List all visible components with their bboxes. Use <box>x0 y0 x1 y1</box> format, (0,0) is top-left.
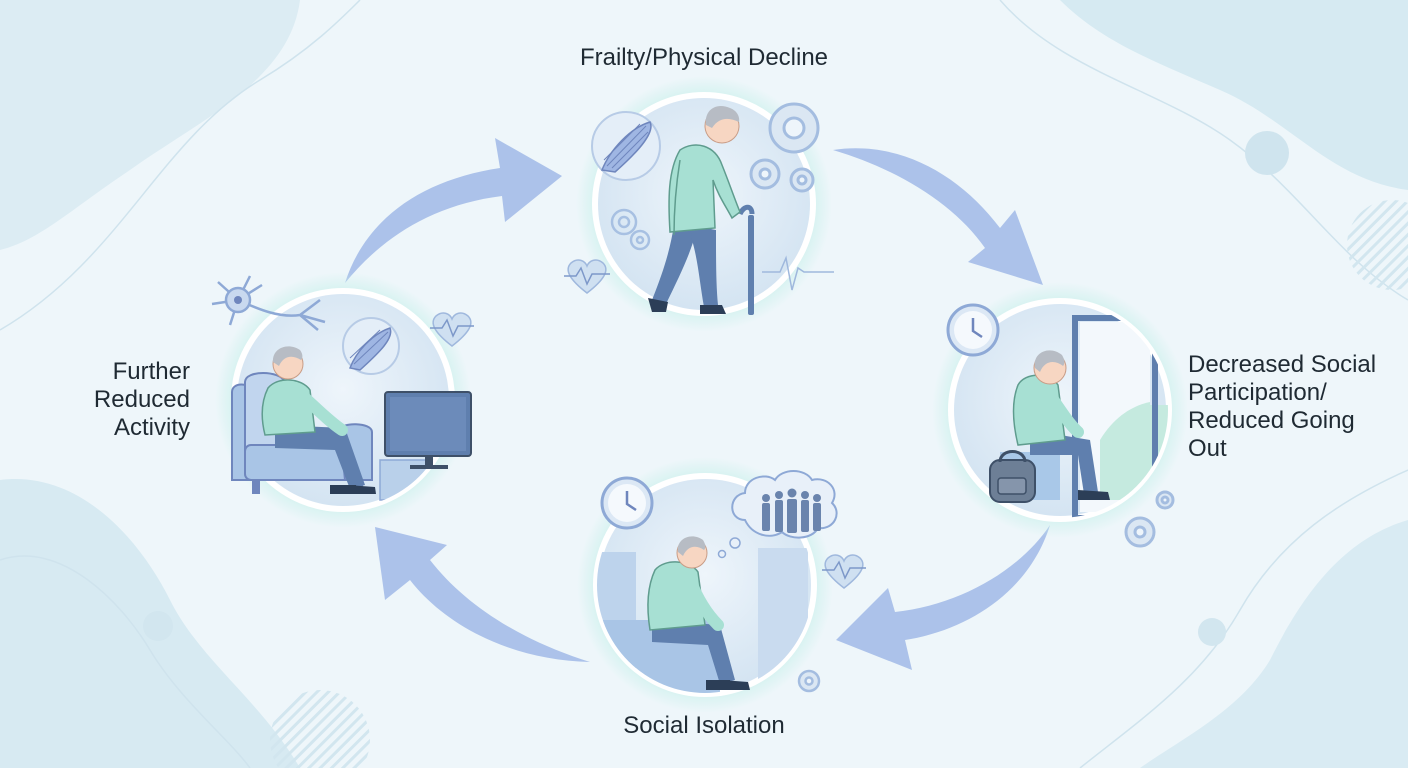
arrow-bottom-to-left <box>375 527 590 662</box>
backpack-icon <box>989 450 1036 503</box>
stage-label-line: Reduced Going <box>1188 407 1355 434</box>
heartbeat-icon <box>822 554 866 589</box>
television-icon <box>384 391 472 469</box>
thought-bubble-icon <box>717 470 838 559</box>
stage-label-line: Out <box>1188 435 1227 462</box>
neuron-icon <box>211 275 326 331</box>
stage-label-line: Activity <box>113 414 190 441</box>
stage-decreased-participation-illustration <box>932 282 1188 548</box>
gear-icon <box>797 669 821 693</box>
gear-icon <box>610 208 651 251</box>
cane-icon <box>748 215 754 315</box>
cycle-arrows <box>345 138 1050 670</box>
stage-label-line: Further <box>112 358 190 385</box>
stage-label-line: Reduced <box>93 386 190 413</box>
stage-label-line: Social Isolation <box>623 712 785 739</box>
elderly-man-in-armchair <box>261 346 376 494</box>
arrow-left-to-top <box>345 138 562 283</box>
elderly-man-sitting-isolated <box>647 536 750 690</box>
stage-label-further-reduced-activity: Further Reduced Activity <box>40 358 190 442</box>
heartbeat-icon <box>430 312 474 347</box>
elderly-man-walking <box>648 105 755 315</box>
stage-label-line: Decreased Social <box>1188 351 1377 378</box>
elderly-man-sitting-door <box>989 350 1110 503</box>
muscle-icon <box>591 111 661 181</box>
gear-icon <box>1124 490 1175 548</box>
stage-label-line: Frailty/Physical Decline <box>579 44 829 71</box>
door-icon <box>1072 315 1158 518</box>
stage-label-social-isolation: Social Isolation <box>554 712 854 740</box>
clock-icon <box>600 476 654 530</box>
stage-reduced-activity-illustration <box>211 272 474 528</box>
stage-label-line: Participation/ <box>1188 379 1327 406</box>
arrow-right-to-bottom <box>836 525 1050 670</box>
arrow-top-to-right <box>833 148 1043 285</box>
muscle-icon <box>342 317 400 375</box>
stage-frailty-illustration <box>564 76 834 332</box>
stage-social-isolation-illustration <box>577 457 866 713</box>
heartbeat-icon <box>564 255 834 294</box>
clock-icon <box>946 303 1000 357</box>
gear-icon <box>749 102 820 193</box>
stage-label-decreased-participation: Decreased Social Participation/ Reduced … <box>1188 351 1398 463</box>
stage-label-frailty: Frailty/Physical Decline <box>504 44 904 72</box>
